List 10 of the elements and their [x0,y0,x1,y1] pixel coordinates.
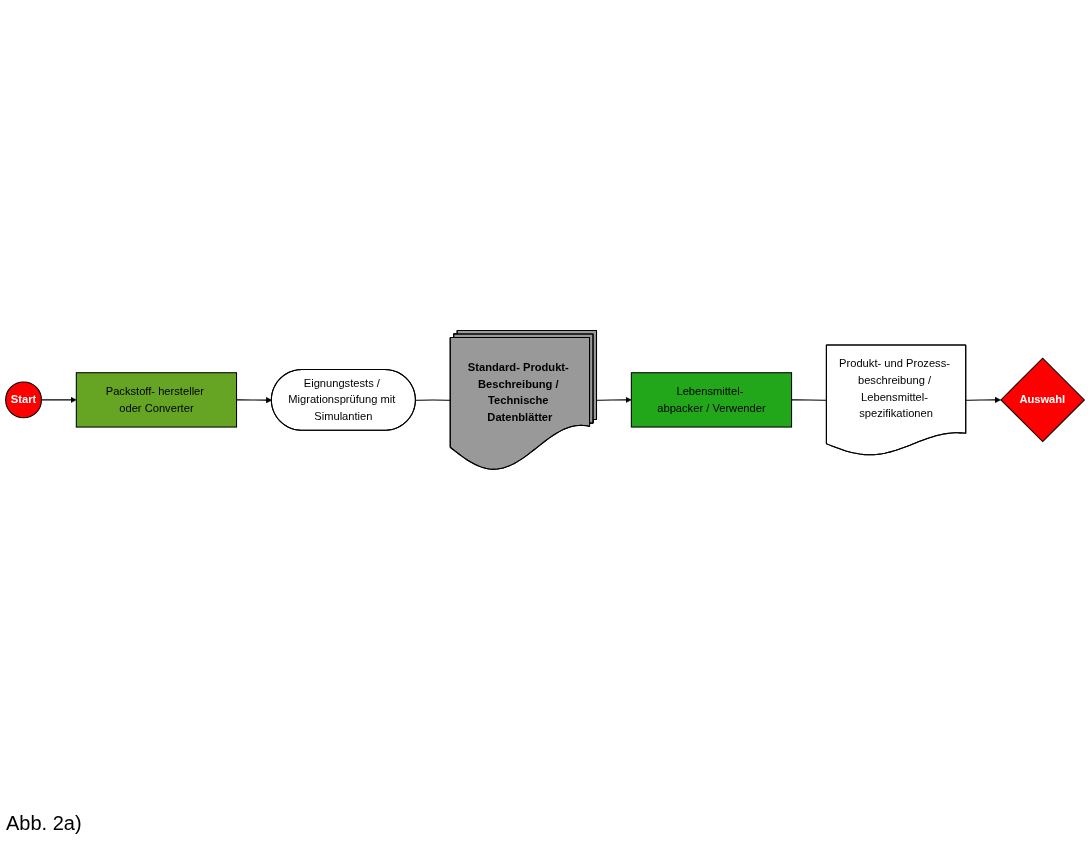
connector [791,399,828,401]
node-box: Lebensmittel- abpacker / Verwender [630,372,793,428]
node-diamond: Auswahl [1000,357,1086,443]
node-circle: Start [5,381,42,419]
figure-caption: Abb. 2a) [6,812,82,835]
connector [415,399,452,401]
arrow [596,396,632,404]
node-box: Packstoff- hersteller oder Converter [75,372,238,428]
arrow [236,397,272,404]
arrow [965,396,1001,404]
